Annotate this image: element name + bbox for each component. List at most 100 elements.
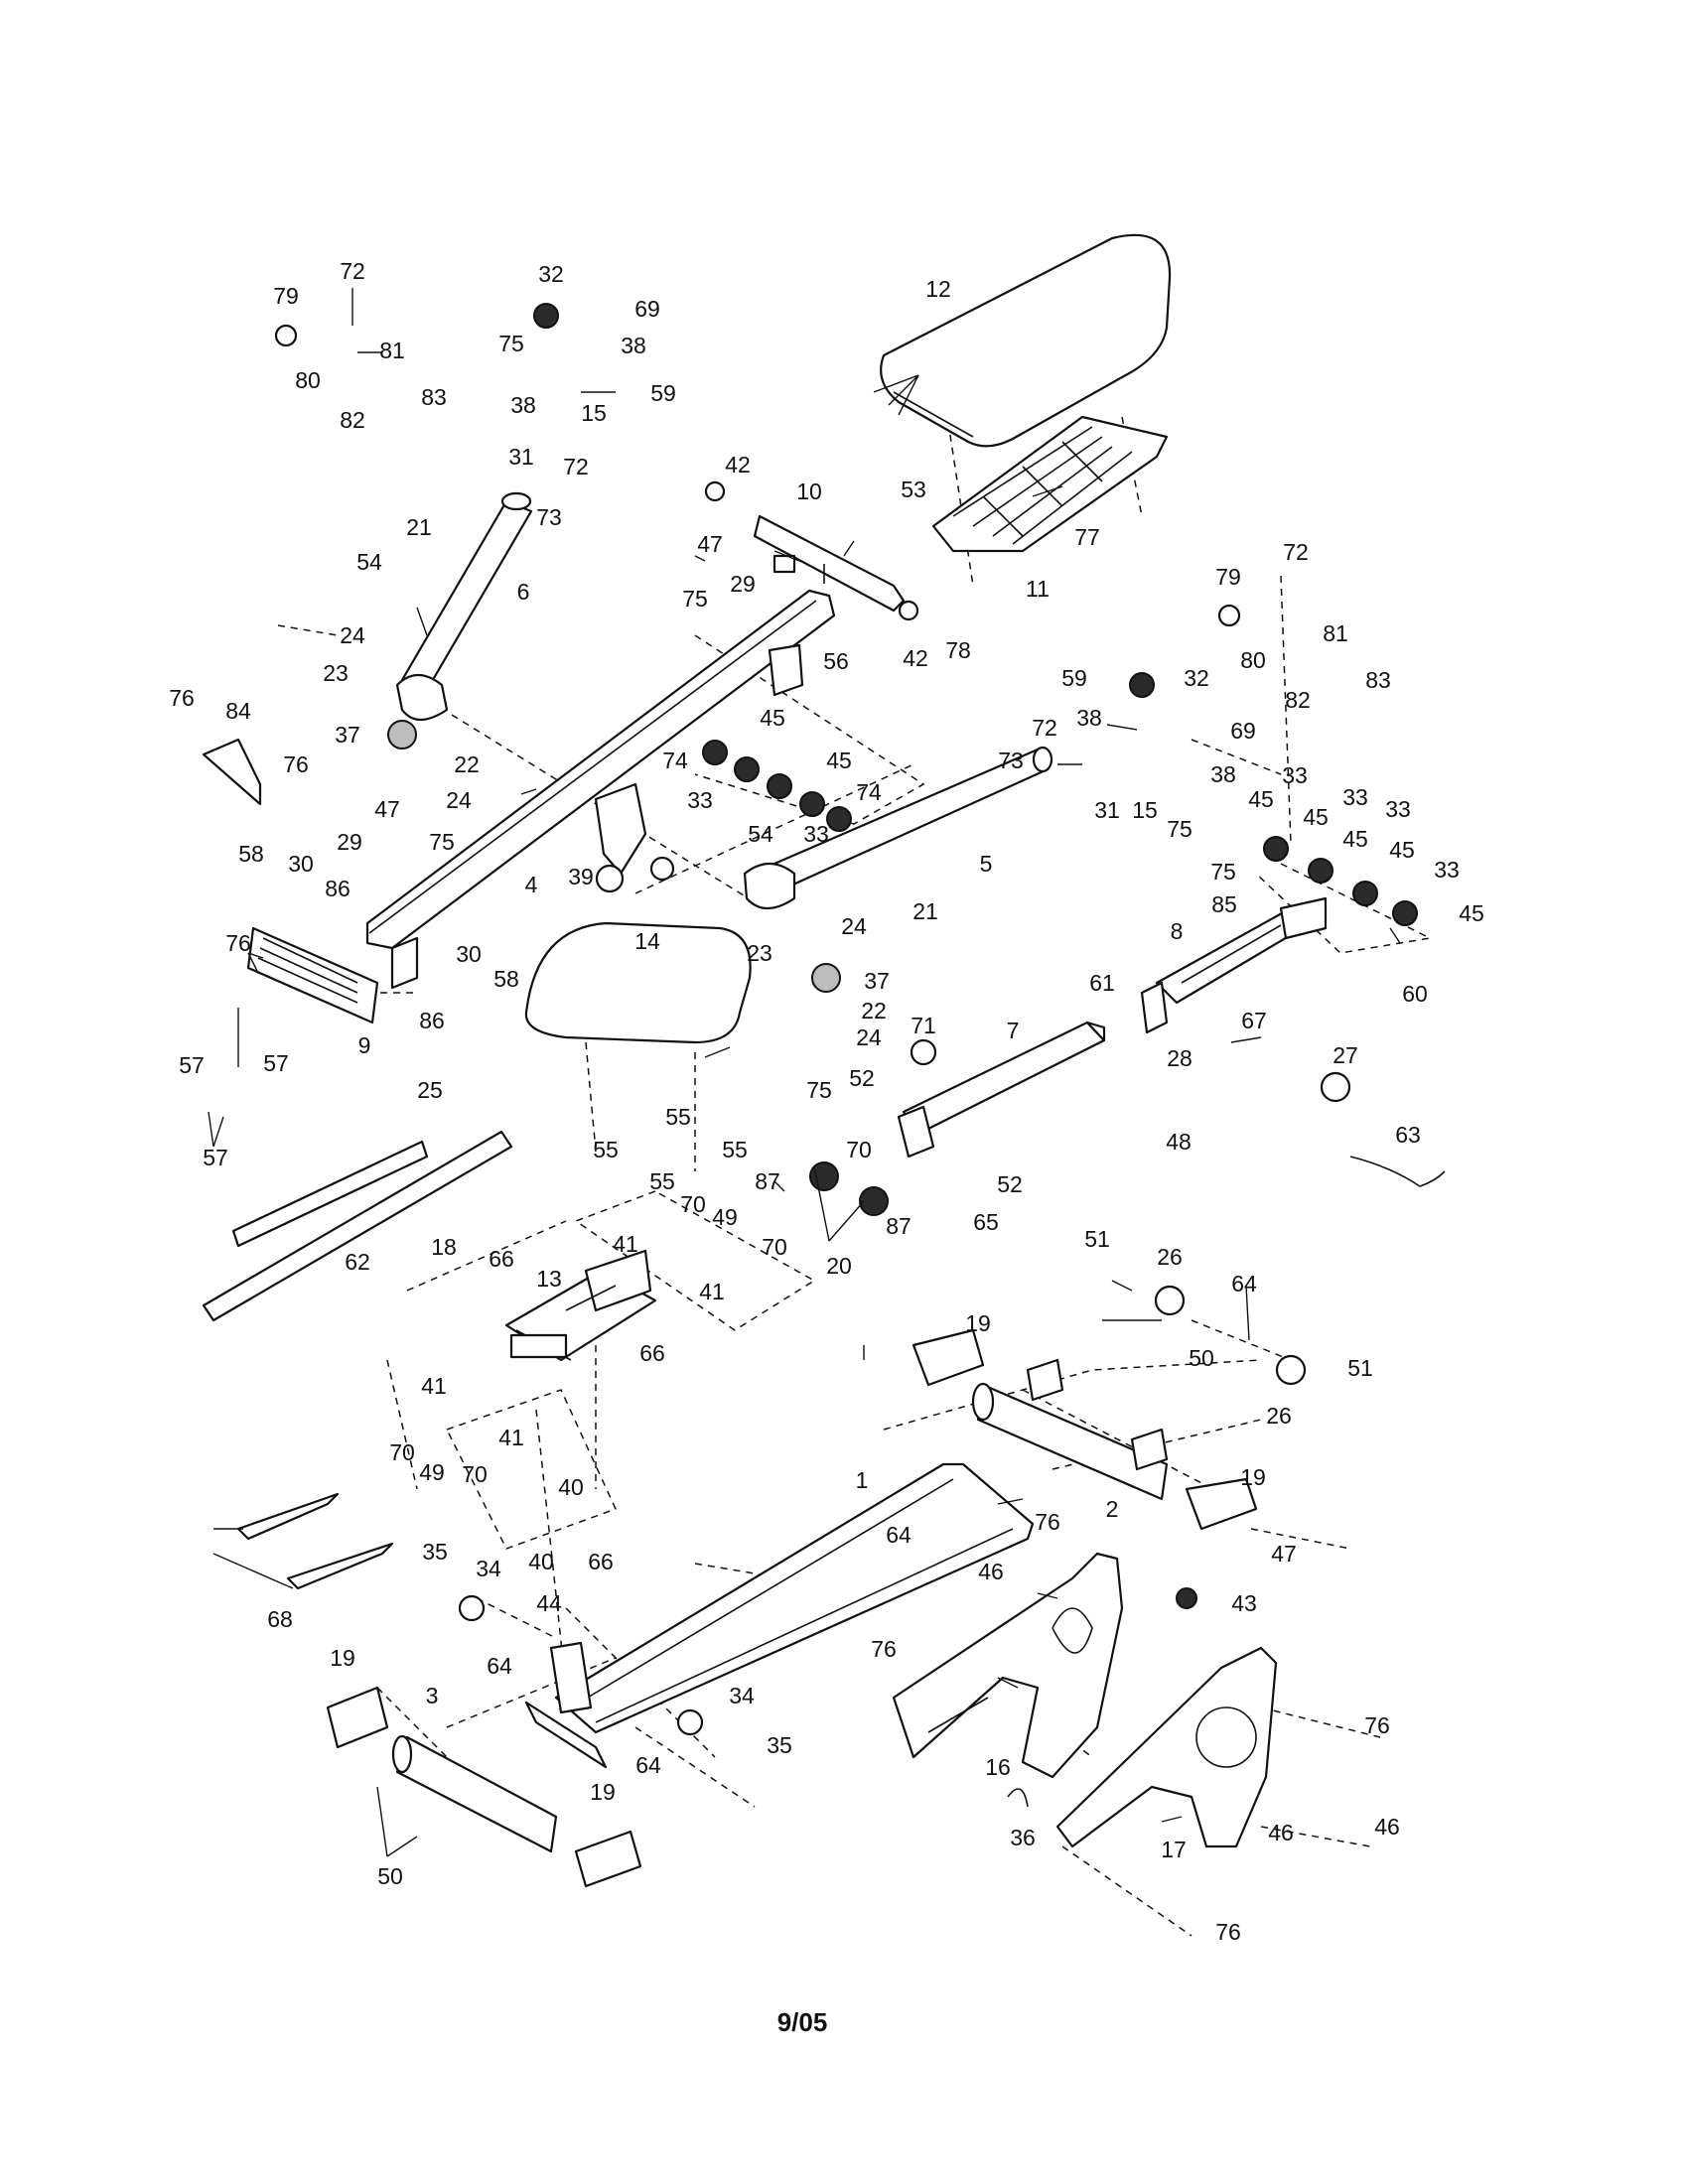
callout-42: 42 <box>903 645 928 671</box>
callout-36: 36 <box>1010 1825 1036 1850</box>
callout-50: 50 <box>377 1863 403 1889</box>
callout-71: 71 <box>911 1013 936 1038</box>
callout-50: 50 <box>1189 1345 1214 1371</box>
callout-78: 78 <box>945 637 971 663</box>
callout-45: 45 <box>1389 837 1415 863</box>
callout-24: 24 <box>856 1024 882 1050</box>
callout-74: 74 <box>662 748 688 773</box>
callout-70: 70 <box>846 1137 872 1162</box>
callout-75: 75 <box>682 586 708 612</box>
callout-70: 70 <box>389 1439 415 1465</box>
callout-34: 34 <box>476 1556 501 1581</box>
side-cover <box>202 738 262 806</box>
callout-47: 47 <box>697 531 723 557</box>
callout-38: 38 <box>1076 705 1102 731</box>
foot-straps <box>202 1130 513 1322</box>
callout-6: 6 <box>517 579 530 605</box>
callout-48: 48 <box>1166 1129 1192 1155</box>
callout-labels: 79 72 81 80 83 82 32 69 75 38 38 15 59 3… <box>169 258 1484 1945</box>
callout-51: 51 <box>1347 1355 1373 1381</box>
seat-axle <box>753 514 906 613</box>
seat-cushion <box>880 233 1172 448</box>
callout-31: 31 <box>508 444 534 470</box>
callout-29: 29 <box>730 571 756 597</box>
callout-76: 76 <box>871 1636 897 1662</box>
adjustment-bar <box>1140 896 1328 1034</box>
callout-46: 46 <box>1268 1820 1294 1845</box>
callout-55: 55 <box>665 1104 691 1130</box>
callout-24: 24 <box>340 622 365 648</box>
callout-79: 79 <box>273 283 299 309</box>
callout-11: 11 <box>1026 576 1050 602</box>
seat-top <box>524 921 752 1044</box>
callout-52: 52 <box>849 1065 875 1091</box>
callout-82: 82 <box>1285 687 1311 713</box>
callout-5: 5 <box>980 851 993 877</box>
cables <box>1007 1156 1446 1808</box>
callout-57: 57 <box>179 1052 205 1078</box>
callout-12: 12 <box>925 276 951 302</box>
callout-76: 76 <box>1215 1919 1241 1945</box>
callout-46: 46 <box>1374 1814 1400 1840</box>
callout-73: 73 <box>998 748 1024 773</box>
callout-15: 15 <box>581 400 607 426</box>
callout-63: 63 <box>1395 1122 1421 1148</box>
seat-slide <box>504 1249 657 1362</box>
callout-64: 64 <box>886 1522 912 1548</box>
callout-19: 19 <box>330 1645 355 1671</box>
callout-64: 64 <box>1231 1271 1257 1297</box>
callout-76: 76 <box>283 751 309 777</box>
callout-55: 55 <box>593 1137 619 1162</box>
callout-33: 33 <box>1342 784 1368 810</box>
date-code: 9/05 <box>776 2007 828 2037</box>
callout-31: 31 <box>1094 797 1120 823</box>
callout-39: 39 <box>568 864 594 889</box>
callout-40: 40 <box>558 1474 584 1500</box>
callout-45: 45 <box>1303 804 1329 830</box>
callout-47: 47 <box>374 796 400 822</box>
callout-23: 23 <box>323 660 349 686</box>
callout-85: 85 <box>1211 891 1237 917</box>
callout-33: 33 <box>1385 796 1411 822</box>
callout-21: 21 <box>406 514 432 540</box>
callout-38: 38 <box>510 392 536 418</box>
callout-87: 87 <box>886 1213 912 1239</box>
callout-24: 24 <box>446 787 472 813</box>
callout-72: 72 <box>563 454 589 479</box>
pulleys-and-wheels <box>274 303 1418 1736</box>
callout-67: 67 <box>1241 1008 1267 1033</box>
callout-77: 77 <box>1074 524 1100 550</box>
callout-75: 75 <box>1167 816 1193 842</box>
callout-16: 16 <box>985 1754 1011 1780</box>
callout-69: 69 <box>1230 718 1256 744</box>
callout-28: 28 <box>1167 1045 1193 1071</box>
callout-43: 43 <box>1231 1590 1257 1616</box>
callout-2: 2 <box>1106 1496 1119 1522</box>
callout-87: 87 <box>755 1168 780 1194</box>
callout-54: 54 <box>356 549 382 575</box>
callout-30: 30 <box>288 851 314 877</box>
leader-lines <box>208 288 1401 1857</box>
callout-34: 34 <box>729 1683 755 1708</box>
callout-86: 86 <box>325 876 351 901</box>
callout-84: 84 <box>225 698 251 724</box>
callout-57: 57 <box>203 1145 228 1170</box>
callout-47: 47 <box>1271 1541 1297 1567</box>
callout-76: 76 <box>225 930 251 956</box>
callout-73: 73 <box>536 504 562 530</box>
callout-61: 61 <box>1089 970 1115 996</box>
callout-49: 49 <box>419 1459 445 1485</box>
right-arm <box>743 746 1053 910</box>
left-arm <box>395 491 533 722</box>
callout-38: 38 <box>1210 761 1236 787</box>
callout-3: 3 <box>426 1683 439 1708</box>
callout-27: 27 <box>1333 1042 1358 1068</box>
footplate <box>246 926 379 1024</box>
main-rail <box>365 589 836 990</box>
callout-72: 72 <box>1283 539 1309 565</box>
left-shroud <box>892 1552 1124 1779</box>
callout-69: 69 <box>634 296 660 322</box>
callout-80: 80 <box>295 367 321 393</box>
callout-57: 57 <box>263 1050 289 1076</box>
callout-7: 7 <box>1007 1018 1020 1043</box>
